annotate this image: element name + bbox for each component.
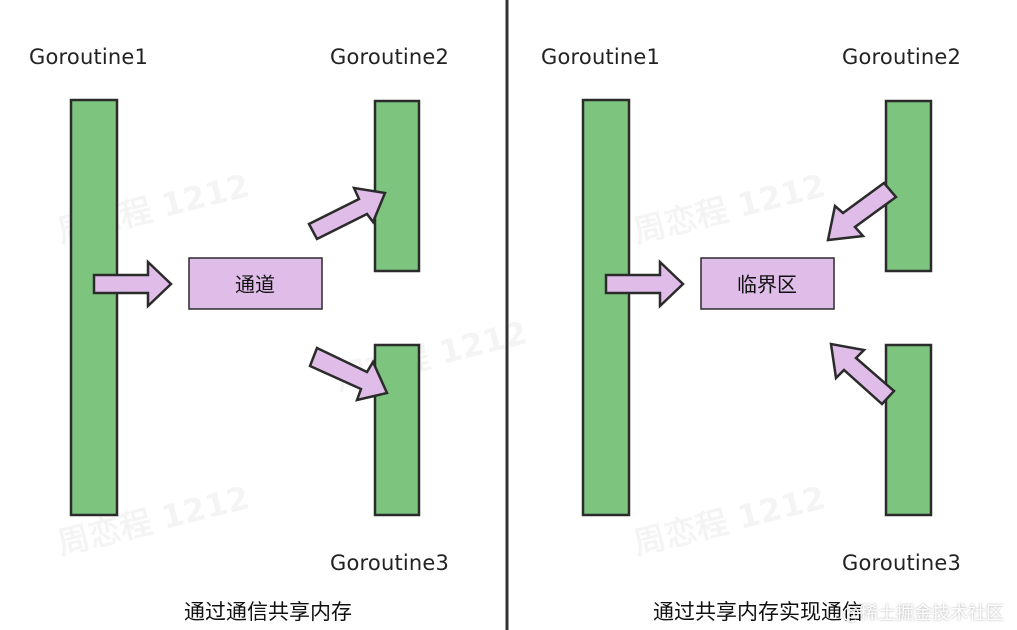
arrow-goroutine1-to-critical-section [604,259,685,309]
goroutine2-bar [884,99,933,273]
right-caption: 通过共享内存实现通信 [653,600,863,624]
left-caption: 通过通信共享内存 [184,600,352,624]
goroutine3-bar [373,343,421,517]
arrow-goroutine3-to-critical-section [829,342,896,406]
goroutine1-bar [581,98,631,517]
goroutine1-label: Goroutine1 [29,45,149,69]
arrow-goroutine1-to-channel [92,259,173,309]
goroutine1-bar [69,98,119,517]
channel-box [188,257,323,310]
arrow-channel-to-goroutine3 [308,346,389,402]
goroutine3-label: Goroutine3 [842,551,962,575]
goroutine2-label: Goroutine2 [330,45,450,69]
goroutine1-label: Goroutine1 [541,45,661,69]
arrow-goroutine2-to-critical-section [826,181,898,242]
critical-section-box [700,257,835,310]
arrow-channel-to-goroutine2 [307,186,387,241]
goroutine2-bar [373,99,421,273]
goroutine2-label: Goroutine2 [842,45,962,69]
goroutine3-bar [884,343,933,517]
goroutine3-label: Goroutine3 [330,551,450,575]
channel-label: 通道 [235,272,275,297]
credit-watermark: @稀土掘金技术社区 [842,603,1004,624]
critical-section-label: 临界区 [737,272,797,297]
